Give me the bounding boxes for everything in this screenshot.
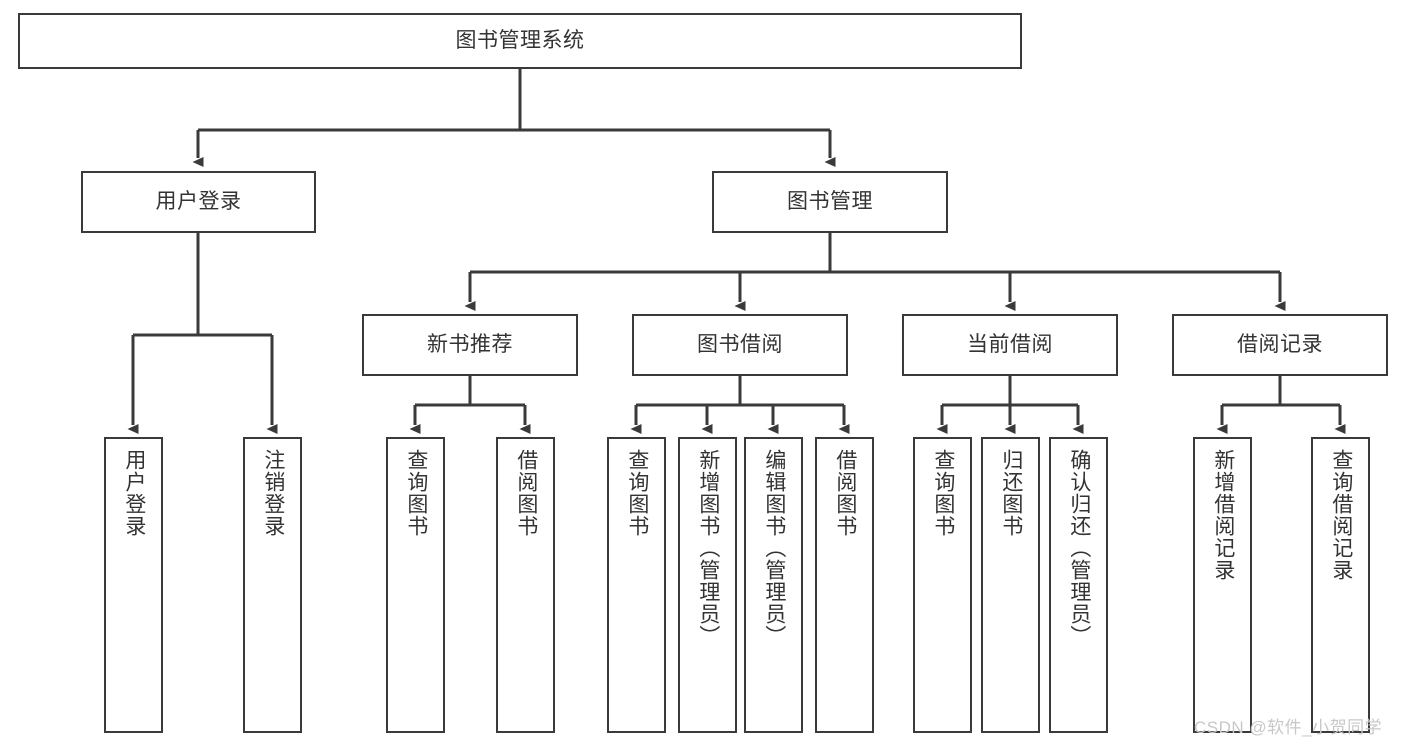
- node-leaf-user-login-login[interactable]: 用户登录: [104, 437, 163, 733]
- node-book-management[interactable]: 图书管理: [712, 171, 948, 233]
- node-leaf-new-book-borrow-book[interactable]: 借阅图书: [496, 437, 555, 733]
- node-user-login-label: 用户登录: [155, 190, 242, 214]
- node-leaf-borrow-record-query-record[interactable]: 查询借阅记录: [1311, 437, 1370, 733]
- node-root-label: 图书管理系统: [455, 29, 585, 53]
- node-leaf-label: 查询图书: [625, 449, 649, 537]
- node-leaf-book-borrow-edit-book-admin[interactable]: 编辑图书（管理员）: [744, 437, 803, 733]
- node-leaf-borrow-record-add-record[interactable]: 新增借阅记录: [1193, 437, 1252, 733]
- node-borrow-record-label: 借阅记录: [1237, 333, 1323, 357]
- node-book-borrow-label: 图书借阅: [697, 333, 783, 357]
- node-leaf-label: 借阅图书: [514, 449, 538, 537]
- node-leaf-label: 新增图书（管理员）: [696, 449, 720, 647]
- node-leaf-current-borrow-query-book[interactable]: 查询图书: [913, 437, 972, 733]
- node-user-login[interactable]: 用户登录: [81, 171, 316, 233]
- node-leaf-label: 注销登录: [261, 449, 285, 537]
- node-leaf-label: 用户登录: [122, 449, 146, 537]
- node-leaf-new-book-query-book[interactable]: 查询图书: [386, 437, 445, 733]
- node-leaf-label: 新增借阅记录: [1211, 449, 1235, 581]
- node-book-management-label: 图书管理: [787, 190, 873, 214]
- node-leaf-label: 编辑图书（管理员）: [762, 449, 786, 647]
- node-leaf-label: 归还图书: [999, 449, 1023, 537]
- node-leaf-book-borrow-query-book[interactable]: 查询图书: [607, 437, 666, 733]
- node-leaf-label: 查询借阅记录: [1329, 449, 1353, 581]
- node-leaf-user-login-logout[interactable]: 注销登录: [243, 437, 302, 733]
- node-current-borrow-label: 当前借阅: [967, 333, 1053, 357]
- node-leaf-current-borrow-return-book[interactable]: 归还图书: [981, 437, 1040, 733]
- node-root-book-management-system[interactable]: 图书管理系统: [18, 13, 1022, 69]
- node-new-book-recommend-label: 新书推荐: [427, 333, 513, 357]
- node-leaf-book-borrow-borrow-book[interactable]: 借阅图书: [815, 437, 874, 733]
- node-leaf-label: 查询图书: [931, 449, 955, 537]
- node-leaf-label: 查询图书: [404, 449, 428, 537]
- node-leaf-label: 借阅图书: [833, 449, 857, 537]
- node-book-borrow[interactable]: 图书借阅: [632, 314, 848, 376]
- node-new-book-recommend[interactable]: 新书推荐: [362, 314, 578, 376]
- node-leaf-current-borrow-confirm-return-admin[interactable]: 确认归还（管理员）: [1049, 437, 1108, 733]
- node-leaf-book-borrow-add-book-admin[interactable]: 新增图书（管理员）: [678, 437, 737, 733]
- node-leaf-label: 确认归还（管理员）: [1067, 449, 1091, 647]
- node-borrow-record[interactable]: 借阅记录: [1172, 314, 1388, 376]
- node-current-borrow[interactable]: 当前借阅: [902, 314, 1118, 376]
